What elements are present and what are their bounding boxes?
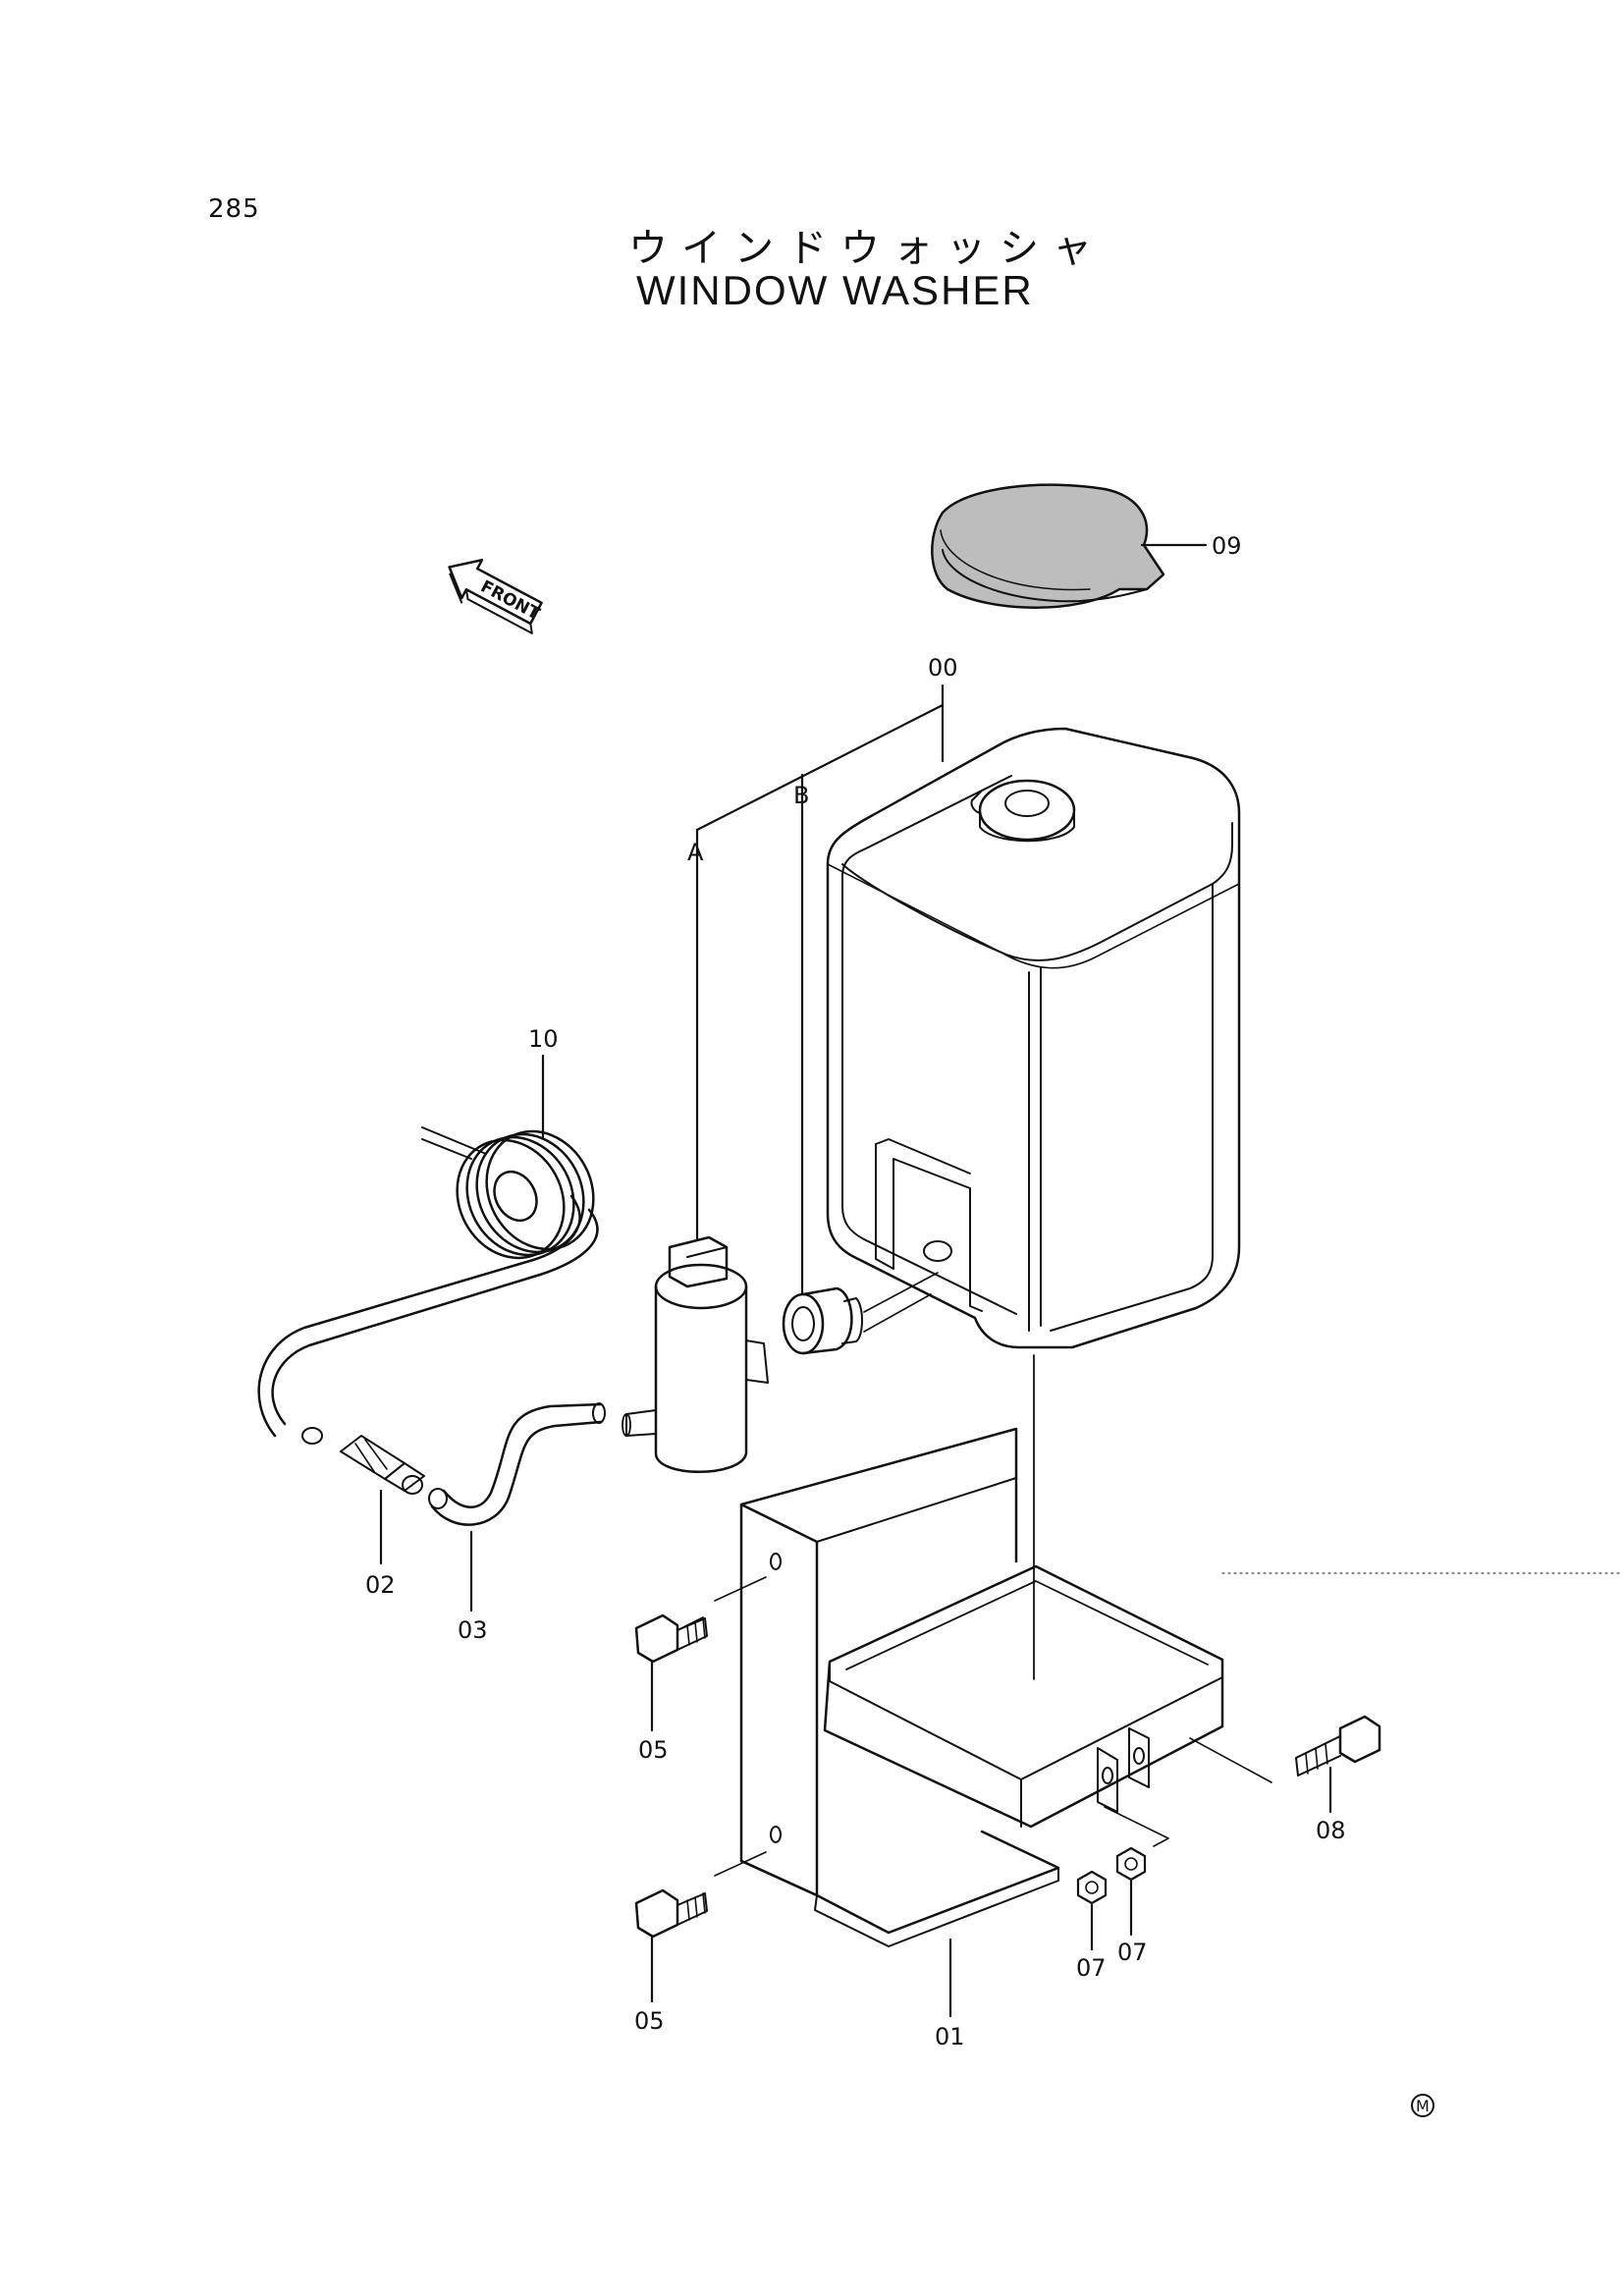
part-01-bracket (739, 1427, 1224, 1947)
part-09-cover (931, 483, 1165, 609)
callout-00: 00 (928, 654, 958, 682)
part-05-upper-bolt (634, 1576, 767, 1664)
pump-grommet (782, 1272, 939, 1355)
nut-guide-line (1104, 1806, 1169, 1847)
callout-07-right: 07 (1117, 1939, 1148, 1966)
washer-pump (622, 1235, 769, 1473)
part-02-joint (340, 1435, 425, 1495)
part-07-nut-left (1076, 1870, 1108, 1905)
callout-01: 01 (935, 2023, 965, 2050)
part-08-bolt (1189, 1715, 1381, 1783)
part-03-hose (428, 1402, 606, 1526)
title-english: WINDOW WASHER (636, 267, 1034, 313)
callout-07-left: 07 (1076, 1954, 1107, 1982)
callout-02: 02 (365, 1571, 396, 1599)
part-07-nut-right (1115, 1846, 1147, 1882)
callout-10: 10 (528, 1025, 559, 1053)
part-10-grommet (421, 1126, 595, 1260)
callout-08: 08 (1316, 1817, 1346, 1844)
title-japanese: ウインドウォッシャ (628, 226, 1106, 271)
washer-tank (826, 727, 1241, 1349)
tank-assembly-bracket (695, 683, 945, 845)
callout-03: 03 (458, 1616, 488, 1644)
callout-05-lower: 05 (634, 2007, 665, 2035)
callout-05-upper: 05 (638, 1736, 669, 1764)
ref-label-b: B (793, 782, 809, 809)
part-05-lower-bolt (634, 1851, 767, 1939)
callout-09: 09 (1212, 532, 1242, 560)
mark-letter: M (1416, 2097, 1430, 2115)
circled-m-mark: M (1411, 2094, 1434, 2117)
page-number: 285 (208, 194, 260, 224)
washer-hose-upper (257, 1194, 599, 1445)
front-arrow-icon: FRONT (448, 558, 543, 634)
ref-label-a: A (687, 839, 704, 866)
